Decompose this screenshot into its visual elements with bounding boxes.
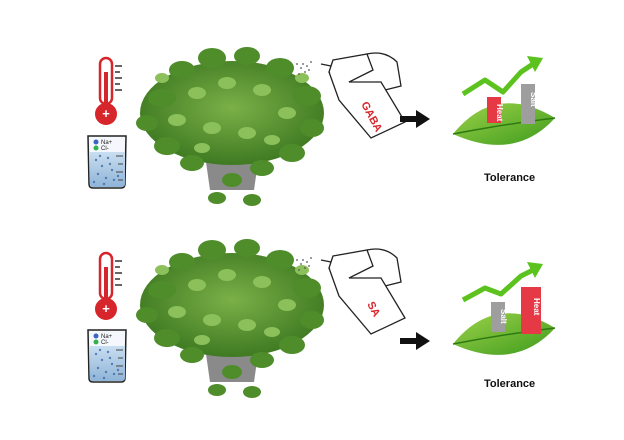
bar-0 [491, 302, 505, 332]
bar-label-0: Heat [495, 104, 504, 122]
beaker-ion-na: Na+ [101, 140, 113, 146]
trend-arrow-icon [461, 61, 535, 97]
arrow-icon [400, 332, 430, 350]
beaker-icon: Na+ Cl- [87, 329, 127, 383]
beaker-icon: Na+ Cl- [87, 135, 127, 189]
tolerance-label: Tolerance [484, 378, 535, 390]
bar-1 [521, 287, 541, 334]
beaker-ion-cl: Cl- [101, 146, 109, 152]
tolerance-graphic: Heat Salt [452, 56, 556, 145]
bar-label-1: Heat [532, 298, 541, 316]
bar-label-0: Salt [499, 309, 508, 324]
panel-2: Na+ Cl- SA Salt Heat Tolerance [87, 239, 556, 398]
thermometer-icon [94, 251, 124, 321]
bar-0 [487, 97, 501, 123]
spray-bottle-icon: SA [295, 248, 406, 335]
tolerance-graphic: Salt Heat [452, 262, 556, 355]
arrow-icon [400, 110, 430, 128]
spray-bottle-icon: GABA [295, 52, 406, 139]
plant-icon [136, 239, 324, 398]
trend-arrow-icon [461, 267, 535, 303]
thermometer-icon [94, 56, 124, 126]
plant-icon [136, 47, 324, 206]
panel-1: Na+ Cl- GABA Heat Salt Tolerance [87, 47, 556, 206]
tolerance-label: Tolerance [484, 172, 535, 184]
bar-1 [521, 84, 535, 124]
bar-label-1: Salt [529, 92, 538, 107]
beaker-ion-na: Na+ [101, 334, 113, 340]
beaker-ion-cl: Cl- [101, 340, 109, 346]
